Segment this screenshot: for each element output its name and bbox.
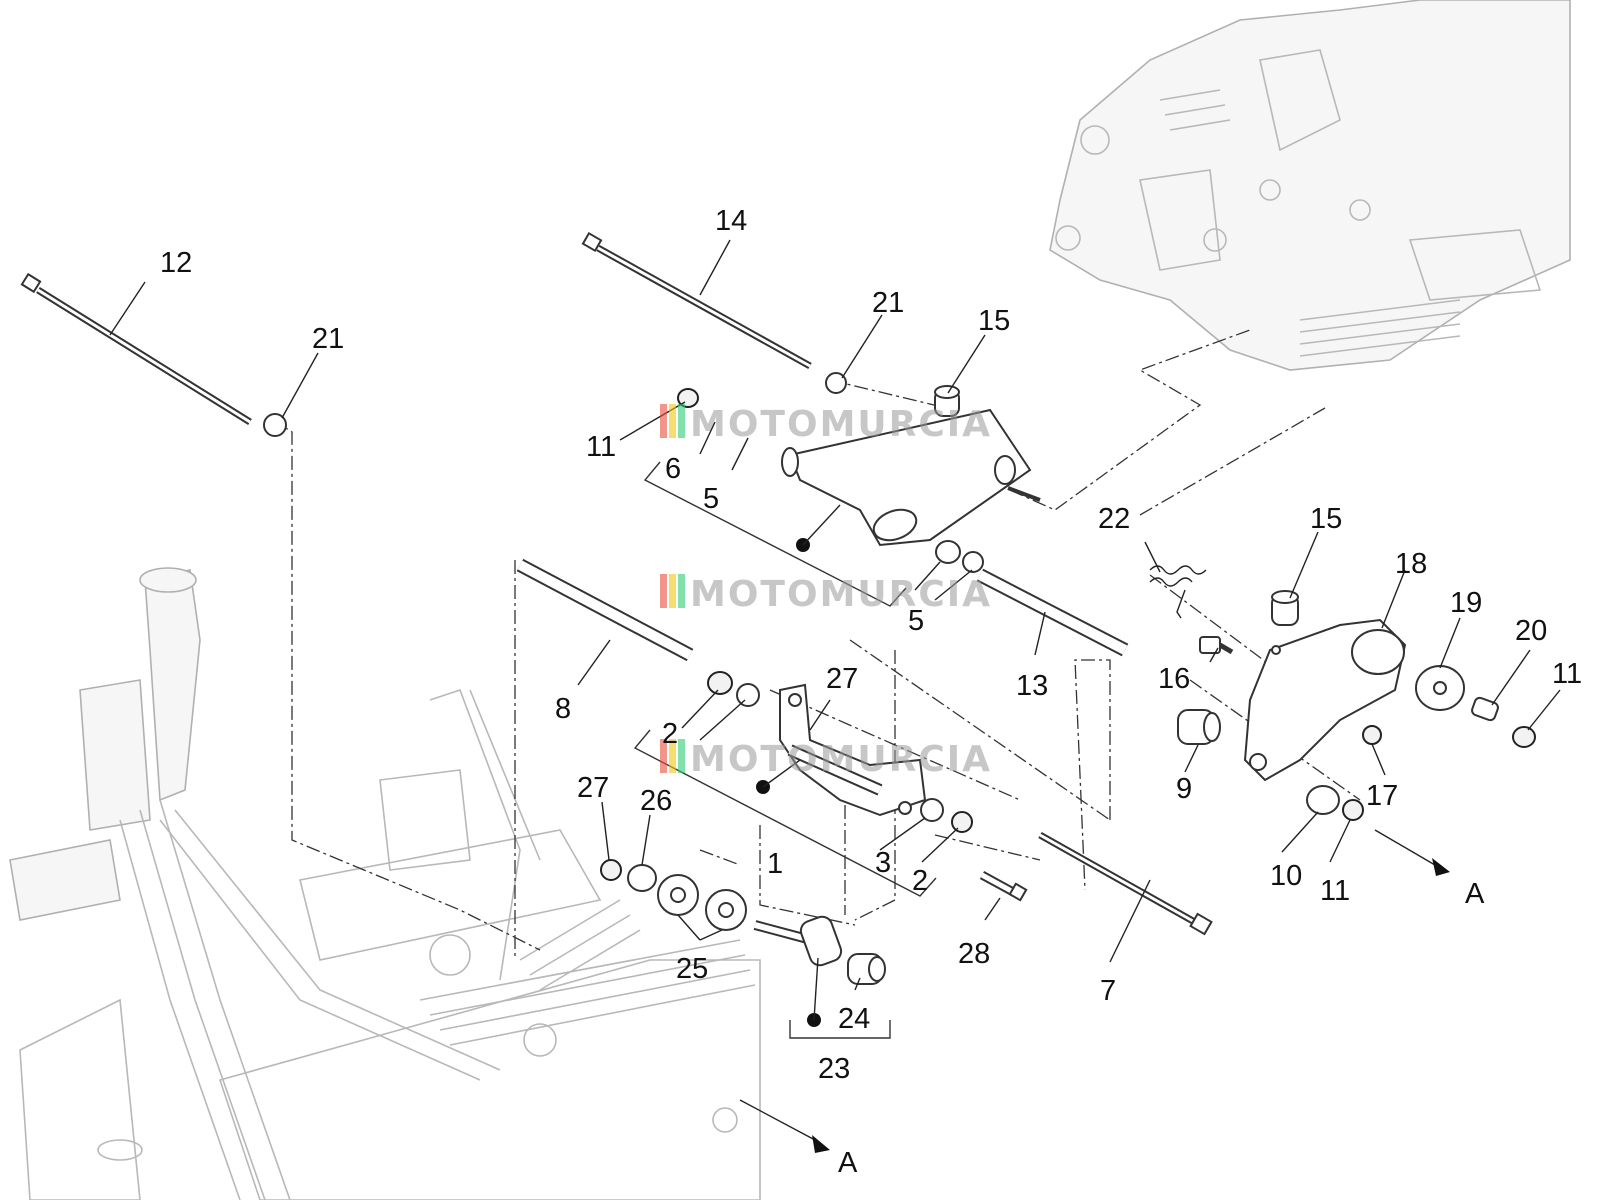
part-3-bushing — [920, 798, 944, 822]
leader-lines — [109, 239, 1561, 1141]
callout-9: 9 — [1176, 773, 1192, 805]
watermark-text: MOTOMURCIA — [690, 574, 992, 615]
callout-27-upper: 27 — [826, 663, 858, 695]
callout-11-lower: 11 — [1320, 875, 1350, 907]
part-12-long-bolt — [20, 272, 252, 425]
part-17-nut — [1362, 725, 1382, 745]
part-8-tube — [516, 558, 694, 662]
callout-1: 1 — [767, 848, 783, 880]
part-7-long-bolt — [1038, 831, 1213, 936]
arrow-label-right: A — [1465, 878, 1485, 910]
callout-11-right: 11 — [1552, 658, 1582, 690]
part-22-spring — [1149, 565, 1207, 619]
part-10-nut — [1306, 785, 1340, 815]
callout-24: 24 — [838, 1003, 870, 1035]
callout-8: 8 — [555, 693, 571, 725]
part-14-long-bolt — [581, 231, 812, 370]
part-23-pin-assembly — [753, 915, 843, 967]
engine-background — [1049, 0, 1571, 371]
part-26-washer — [627, 864, 657, 892]
part-18-bracket-plate — [1243, 618, 1407, 782]
callout-5-lower: 5 — [908, 605, 924, 637]
callout-7: 7 — [1100, 975, 1116, 1007]
watermark-stripe-red — [660, 574, 667, 608]
callout-2-right: 2 — [912, 865, 928, 897]
callout-28: 28 — [958, 938, 990, 970]
watermark-text: MOTOMURCIA — [690, 404, 992, 445]
part-27-nut — [600, 859, 622, 881]
watermark-2: MOTOMURCIA — [660, 574, 992, 615]
callout-15-upper: 15 — [978, 305, 1010, 337]
watermark-stripe-green — [678, 739, 685, 773]
watermark-stripe-yellow — [669, 739, 676, 773]
part-11-nut-right — [1512, 726, 1536, 748]
callout-13: 13 — [1016, 670, 1048, 702]
group-bracket-lower — [633, 729, 937, 897]
callout-23: 23 — [818, 1053, 850, 1085]
watermark-3: MOTOMURCIA — [660, 739, 992, 780]
callout-19: 19 — [1450, 587, 1482, 619]
callout-27-lower: 27 — [577, 772, 609, 804]
callout-3: 3 — [875, 847, 891, 879]
callout-20: 20 — [1515, 615, 1547, 647]
arrow-head-bottom — [812, 1135, 830, 1153]
part-11-nut-lower — [1342, 799, 1364, 821]
part-19-washer-hole — [1433, 681, 1447, 695]
callout-25: 25 — [676, 953, 708, 985]
watermark-stripe-green — [678, 574, 685, 608]
part-20-spacer — [1471, 696, 1499, 722]
callout-18: 18 — [1395, 548, 1427, 580]
group-bracket-23 — [789, 1020, 891, 1039]
watermark-1: MOTOMURCIA — [660, 404, 992, 445]
callout-6: 6 — [665, 453, 681, 485]
part-21-spacer-upper — [825, 372, 847, 394]
part-2-washer-c — [951, 811, 973, 833]
callout-12: 12 — [160, 247, 192, 279]
callout-15-right: 15 — [1310, 503, 1342, 535]
part-25-rubber-bushings — [657, 874, 747, 931]
frame-background — [9, 567, 761, 1200]
watermark-text: MOTOMURCIA — [690, 739, 992, 780]
callout-17: 17 — [1366, 780, 1398, 812]
watermark-stripe-yellow — [669, 574, 676, 608]
callout-labels: 12 21 14 21 15 11 6 5 5 22 15 18 19 20 1… — [160, 205, 1582, 1179]
callout-2-left: 2 — [662, 718, 678, 750]
part-16-bolt — [1199, 636, 1234, 655]
callout-21-upper: 21 — [872, 287, 904, 319]
watermark-stripe-yellow — [669, 404, 676, 438]
part-15-bushing-upper — [934, 385, 960, 417]
callout-10: 10 — [1270, 860, 1302, 892]
callout-22: 22 — [1098, 503, 1130, 535]
part-9-spacer — [1177, 709, 1221, 745]
callout-21-left: 21 — [312, 323, 344, 355]
group-bracket-upper — [643, 461, 907, 607]
watermark-stripe-red — [660, 404, 667, 438]
lower-link-bracket — [779, 683, 927, 817]
part-28-screw — [979, 871, 1028, 902]
part-2-washer-a — [707, 671, 733, 695]
callout-16: 16 — [1158, 663, 1190, 695]
part-15-bushing-right — [1271, 590, 1299, 626]
callout-5-upper: 5 — [703, 483, 719, 515]
upper-link-arm — [781, 408, 1041, 547]
arrow-head-right — [1432, 858, 1450, 876]
part-13-tube — [976, 568, 1129, 657]
part-5-bushings-lower — [935, 540, 984, 573]
arrow-label-bottom: A — [838, 1147, 858, 1179]
part-24-bushing — [847, 953, 886, 985]
part-21-spacer-left — [263, 413, 287, 437]
watermark-stripe-green — [678, 404, 685, 438]
callout-14: 14 — [715, 205, 747, 237]
part-2-washer-b — [736, 683, 760, 707]
callout-26: 26 — [640, 785, 672, 817]
callout-11-upper: 11 — [586, 431, 616, 463]
watermark-stripe-red — [660, 739, 667, 773]
